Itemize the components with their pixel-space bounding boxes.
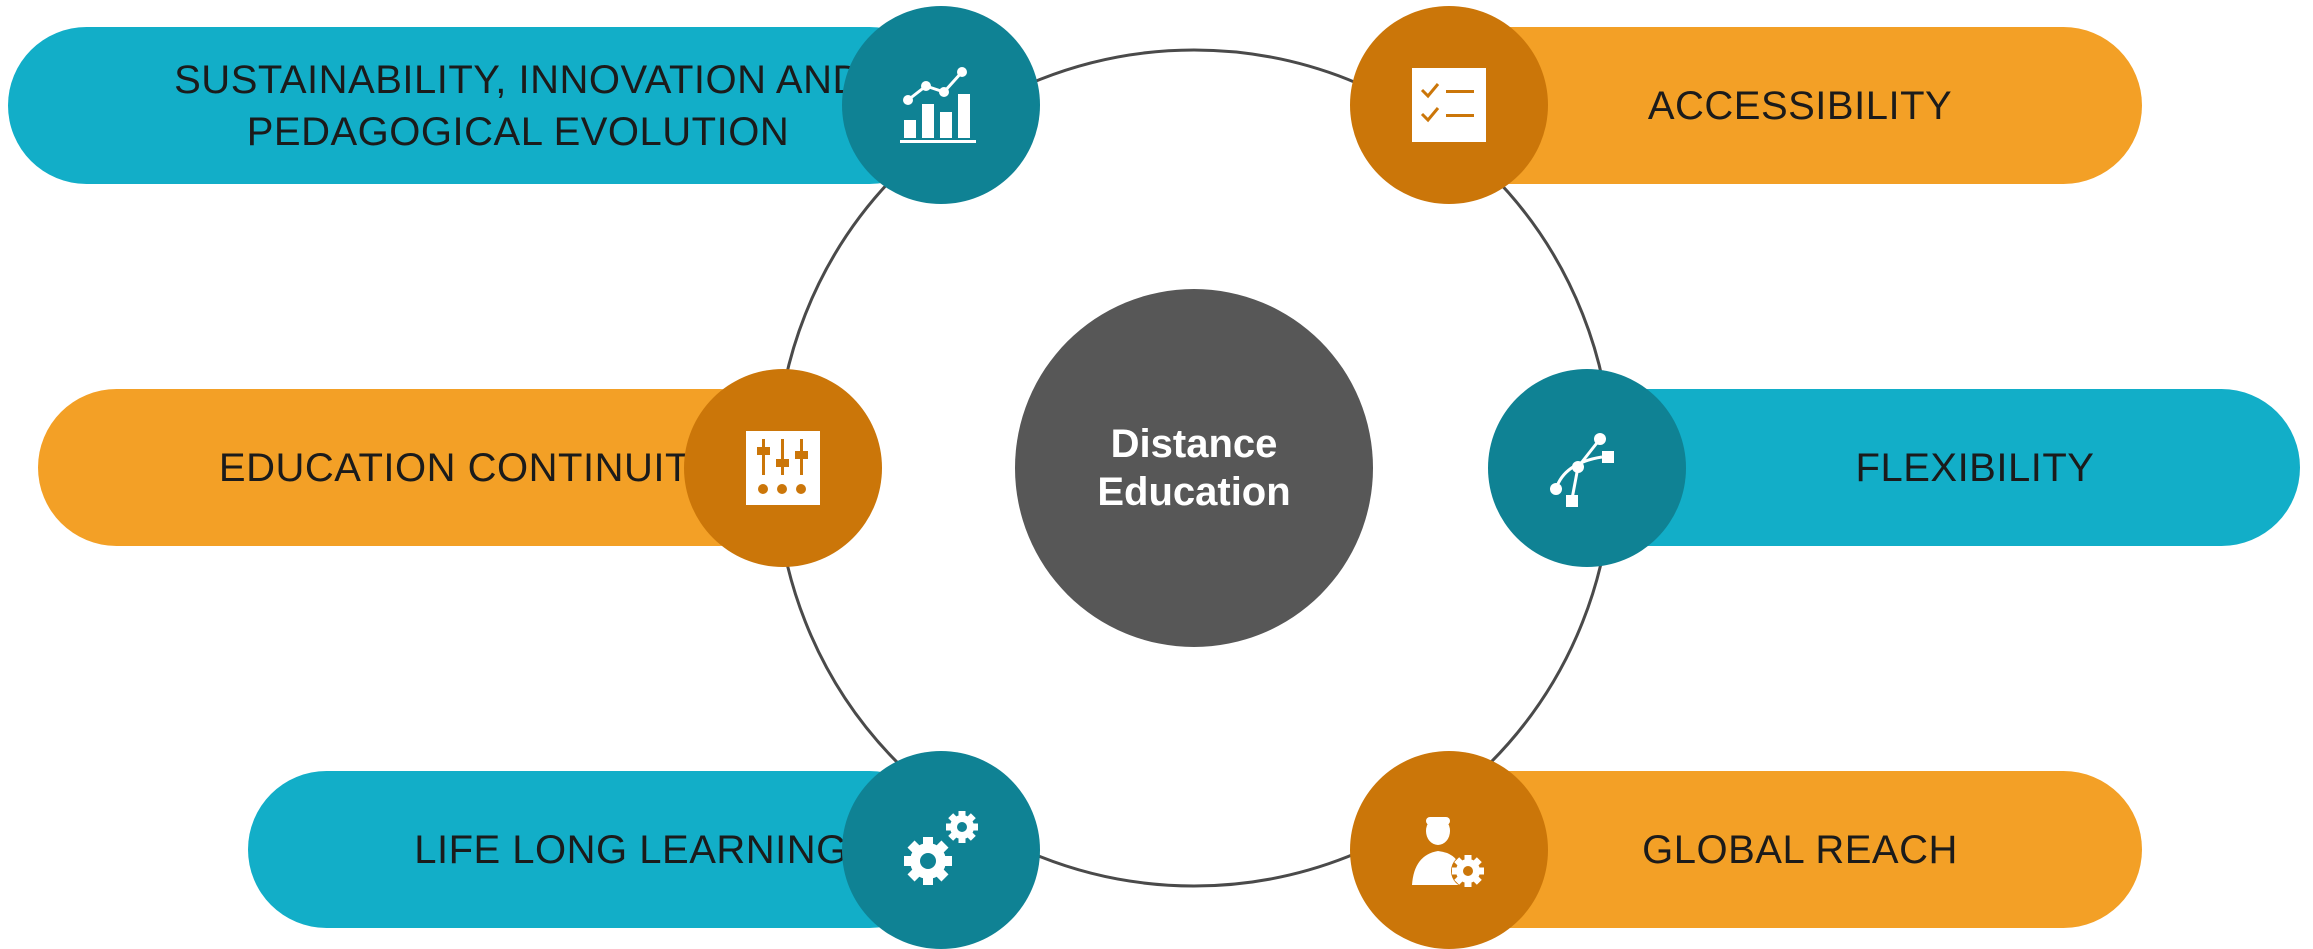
hub-circle: Distance Education (1015, 289, 1373, 647)
label-flexibility-text: FLEXIBILITY (1855, 445, 2095, 490)
label-education-continuity-text: EDUCATION CONTINUITY (218, 445, 718, 490)
label-sustainability: SUSTAINABILITY, INNOVATION AND PEDAGOGIC… (8, 27, 1028, 184)
hub-title-line-1: Distance (1110, 422, 1278, 466)
gears-icon (904, 811, 978, 885)
pill-sustainability: SUSTAINABILITY, INNOVATION AND PEDAGOGIC… (8, 27, 948, 184)
node-life-long-learning (842, 751, 1040, 949)
user-gear-icon (1412, 817, 1485, 888)
label-sustainability-line-1: SUSTAINABILITY, INNOVATION AND (174, 57, 862, 102)
pill-life-long-learning: LIFE LONG LEARNING (248, 771, 948, 928)
label-life-long-learning-text: LIFE LONG LEARNING (414, 827, 848, 872)
pill-flexibility: FLEXIBILITY (1560, 389, 2300, 546)
label-life-long-learning: LIFE LONG LEARNING (248, 771, 1014, 928)
bezier-curve-icon (1550, 433, 1614, 507)
node-sustainability (842, 6, 1040, 204)
node-accessibility (1350, 6, 1548, 204)
node-education-continuity (684, 369, 882, 567)
checklist-icon (1412, 68, 1486, 142)
label-flexibility: FLEXIBILITY (1650, 389, 2300, 546)
label-accessibility-text: ACCESSIBILITY (1647, 83, 1953, 128)
label-education-continuity: EDUCATION CONTINUITY (38, 389, 898, 546)
node-global-reach (1350, 751, 1548, 949)
pill-global-reach: GLOBAL REACH (1420, 771, 2142, 928)
label-sustainability-line-2: PEDAGOGICAL EVOLUTION (246, 109, 790, 154)
label-global-reach-text: GLOBAL REACH (1642, 827, 1958, 872)
node-flexibility (1488, 369, 1686, 567)
label-accessibility: ACCESSIBILITY (1500, 27, 2100, 184)
sliders-icon (746, 431, 820, 505)
label-global-reach: GLOBAL REACH (1500, 771, 2100, 928)
hub-title-line-2: Education (1097, 470, 1291, 514)
pill-education-continuity: EDUCATION CONTINUITY (38, 389, 798, 546)
bar-line-chart-icon (900, 67, 976, 143)
